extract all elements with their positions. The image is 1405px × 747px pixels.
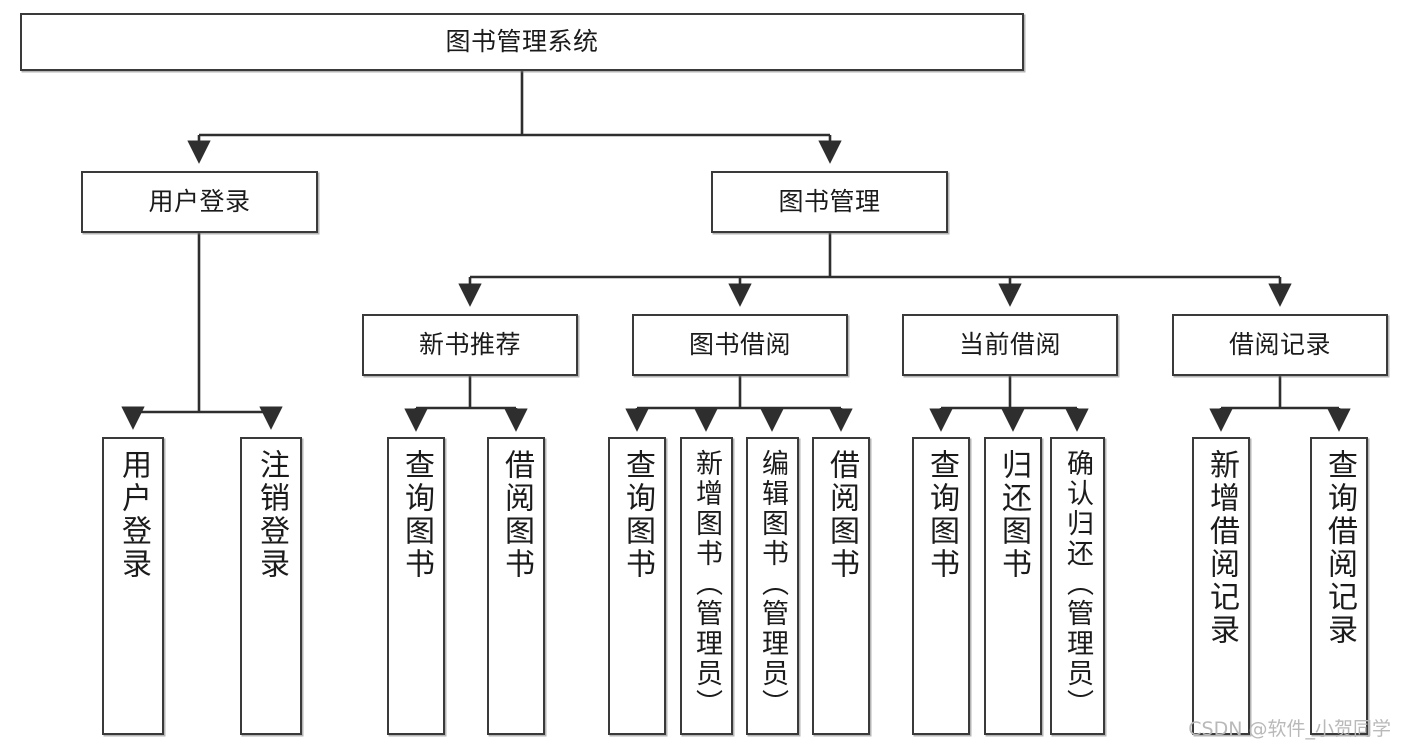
- node-label: 确认归还（管理员）: [1062, 449, 1093, 719]
- node-leaf-query-book-borrow[interactable]: 查询图书: [608, 437, 666, 735]
- node-leaf-query-borrow-record[interactable]: 查询借阅记录: [1310, 437, 1368, 735]
- node-label: 新增借阅记录: [1204, 449, 1239, 647]
- node-label: 查询图书: [924, 449, 959, 581]
- node-leaf-query-book-rec[interactable]: 查询图书: [387, 437, 445, 735]
- node-label: 编辑图书（管理员）: [757, 449, 788, 719]
- node-label: 图书管理系统: [445, 27, 599, 56]
- node-label: 借阅记录: [1228, 330, 1331, 359]
- node-leaf-logout[interactable]: 注销登录: [240, 437, 302, 735]
- node-book-borrow[interactable]: 图书借阅: [632, 314, 848, 376]
- node-leaf-borrow-book[interactable]: 借阅图书: [812, 437, 870, 735]
- node-label: 查询图书: [620, 449, 655, 581]
- node-leaf-borrow-book-rec[interactable]: 借阅图书: [487, 437, 545, 735]
- node-label: 用户登录: [148, 187, 251, 216]
- node-new-book-recommend[interactable]: 新书推荐: [362, 314, 578, 376]
- node-label: 新增图书（管理员）: [691, 449, 722, 719]
- node-leaf-add-borrow-record[interactable]: 新增借阅记录: [1192, 437, 1250, 735]
- node-user-login[interactable]: 用户登录: [81, 171, 318, 233]
- node-label: 查询图书: [399, 449, 434, 581]
- node-label: 用户登录: [116, 449, 151, 581]
- node-leaf-confirm-return[interactable]: 确认归还（管理员）: [1050, 437, 1105, 735]
- node-current-borrow[interactable]: 当前借阅: [902, 314, 1118, 376]
- node-leaf-query-book-current[interactable]: 查询图书: [912, 437, 970, 735]
- node-label: 借阅图书: [824, 449, 859, 581]
- node-label: 归还图书: [996, 449, 1031, 581]
- node-root-system[interactable]: 图书管理系统: [20, 13, 1024, 71]
- node-label: 新书推荐: [418, 330, 521, 359]
- node-label: 图书借阅: [688, 330, 791, 359]
- node-label: 注销登录: [254, 449, 289, 581]
- node-book-manage[interactable]: 图书管理: [711, 171, 948, 233]
- node-borrow-record[interactable]: 借阅记录: [1172, 314, 1388, 376]
- watermark-text: CSDN @软件_小贺同学: [1188, 718, 1391, 740]
- node-leaf-user-login[interactable]: 用户登录: [102, 437, 164, 735]
- node-leaf-add-book[interactable]: 新增图书（管理员）: [680, 437, 733, 735]
- node-label: 查询借阅记录: [1322, 449, 1357, 647]
- node-leaf-edit-book[interactable]: 编辑图书（管理员）: [746, 437, 799, 735]
- node-leaf-return-book[interactable]: 归还图书: [984, 437, 1042, 735]
- node-label: 借阅图书: [499, 449, 534, 581]
- node-label: 图书管理: [778, 187, 881, 216]
- node-label: 当前借阅: [958, 330, 1061, 359]
